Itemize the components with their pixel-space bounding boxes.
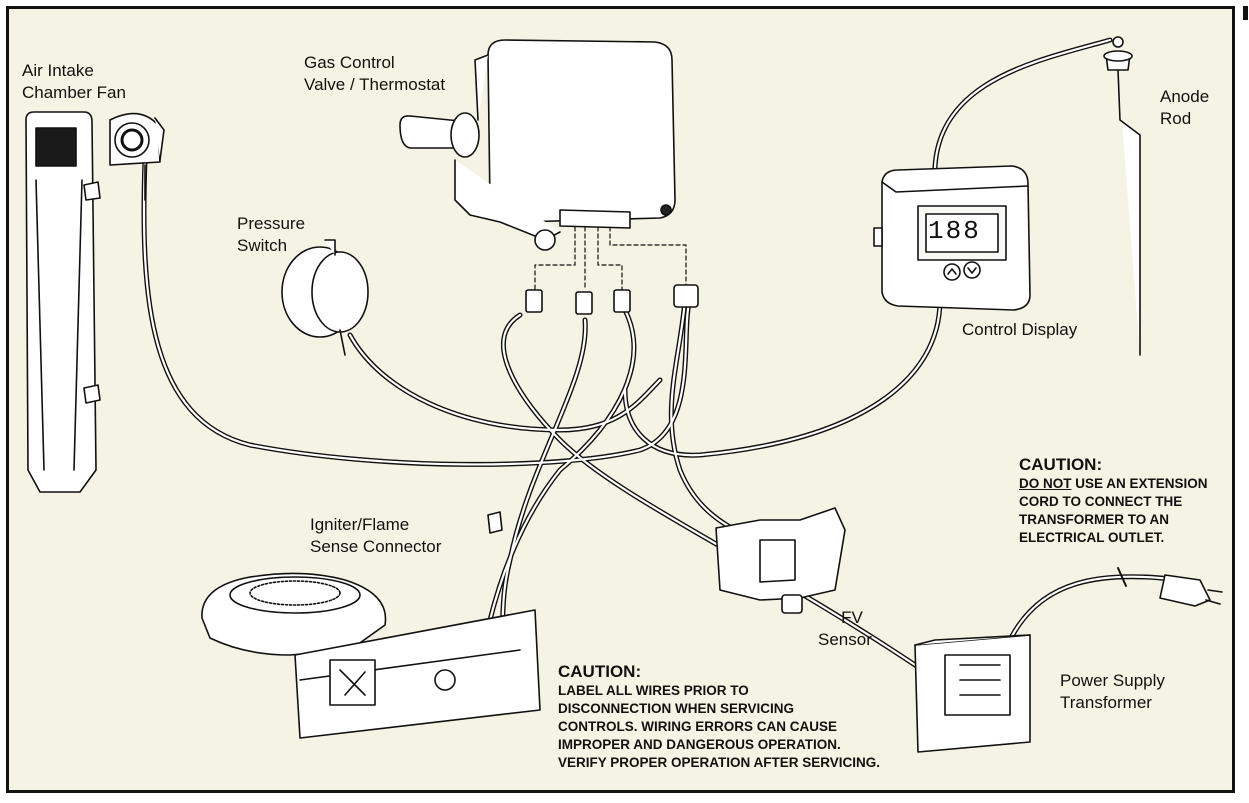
caution-line: CORD TO CONNECT THE xyxy=(1019,494,1183,509)
display-readout: 188 xyxy=(928,216,981,246)
label-line: FV xyxy=(841,608,863,627)
power-transformer xyxy=(914,567,1223,753)
wire-harness xyxy=(141,37,1183,678)
caution-emphasis: DO NOT xyxy=(1019,476,1072,491)
label-line: Air Intake xyxy=(22,61,94,80)
label-line: Switch xyxy=(237,236,288,255)
label-line: Chamber Fan xyxy=(22,83,126,102)
burner-assembly xyxy=(201,511,541,739)
label-anode-rod: Anode Rod xyxy=(1160,86,1209,130)
label-line: Gas Control xyxy=(304,53,395,72)
label-line: Sense Connector xyxy=(310,537,442,556)
air-intake-chamber xyxy=(25,111,101,493)
edge-marker xyxy=(1243,0,1249,803)
label-control-display: Control Display xyxy=(962,320,1078,339)
fv-sensor xyxy=(715,507,846,614)
label-gas-control: Gas Control Valve / Thermostat xyxy=(304,52,445,96)
control-display-unit xyxy=(873,165,1031,311)
caution-heading: CAUTION: xyxy=(558,662,642,681)
label-power-supply: Power Supply Transformer xyxy=(1060,670,1165,714)
chamber-fan xyxy=(109,112,165,166)
caution-line: ELECTRICAL OUTLET. xyxy=(1019,530,1165,545)
label-pressure-switch: Pressure Switch xyxy=(237,213,305,257)
label-line: Pressure xyxy=(237,214,306,233)
caution-extension-cord: CAUTION: DO NOT USE AN EXTENSION CORD TO… xyxy=(1019,455,1208,547)
label-line: Valve / Thermostat xyxy=(304,75,446,94)
label-line: Sensor xyxy=(818,630,872,649)
label-line: Power Supply xyxy=(1060,671,1165,690)
caution-line: DISCONNECTION WHEN SERVICING xyxy=(558,701,795,716)
caution-line-rest: USE AN EXTENSION xyxy=(1071,476,1208,491)
caution-wiring: CAUTION: LABEL ALL WIRES PRIOR TO DISCON… xyxy=(558,662,880,772)
label-line: Igniter/Flame xyxy=(310,515,410,534)
caution-line: IMPROPER AND DANGEROUS OPERATION. xyxy=(558,737,841,752)
anode-rod xyxy=(1103,36,1141,356)
pressure-switch xyxy=(281,239,369,356)
caution-line: LABEL ALL WIRES PRIOR TO xyxy=(558,683,749,698)
label-line: Transformer xyxy=(1060,693,1152,712)
connector-leaders xyxy=(534,219,687,291)
label-igniter: Igniter/Flame Sense Connector xyxy=(310,514,441,558)
label-line: Rod xyxy=(1160,109,1192,128)
gas-control-valve xyxy=(399,39,676,251)
caution-line: VERIFY PROPER OPERATION AFTER SERVICING. xyxy=(558,755,881,770)
label-air-intake-fan: Air Intake Chamber Fan xyxy=(22,60,126,104)
caution-line: CONTROLS. WIRING ERRORS CAN CAUSE xyxy=(558,719,838,734)
caution-line: DO NOT USE AN EXTENSION xyxy=(1019,475,1208,493)
wire-connectors xyxy=(525,284,699,315)
caution-line: TRANSFORMER TO AN xyxy=(1019,512,1169,527)
label-fv-sensor: FV Sensor xyxy=(818,607,872,651)
caution-heading: CAUTION: xyxy=(1019,455,1103,474)
label-line: Anode xyxy=(1160,87,1210,106)
